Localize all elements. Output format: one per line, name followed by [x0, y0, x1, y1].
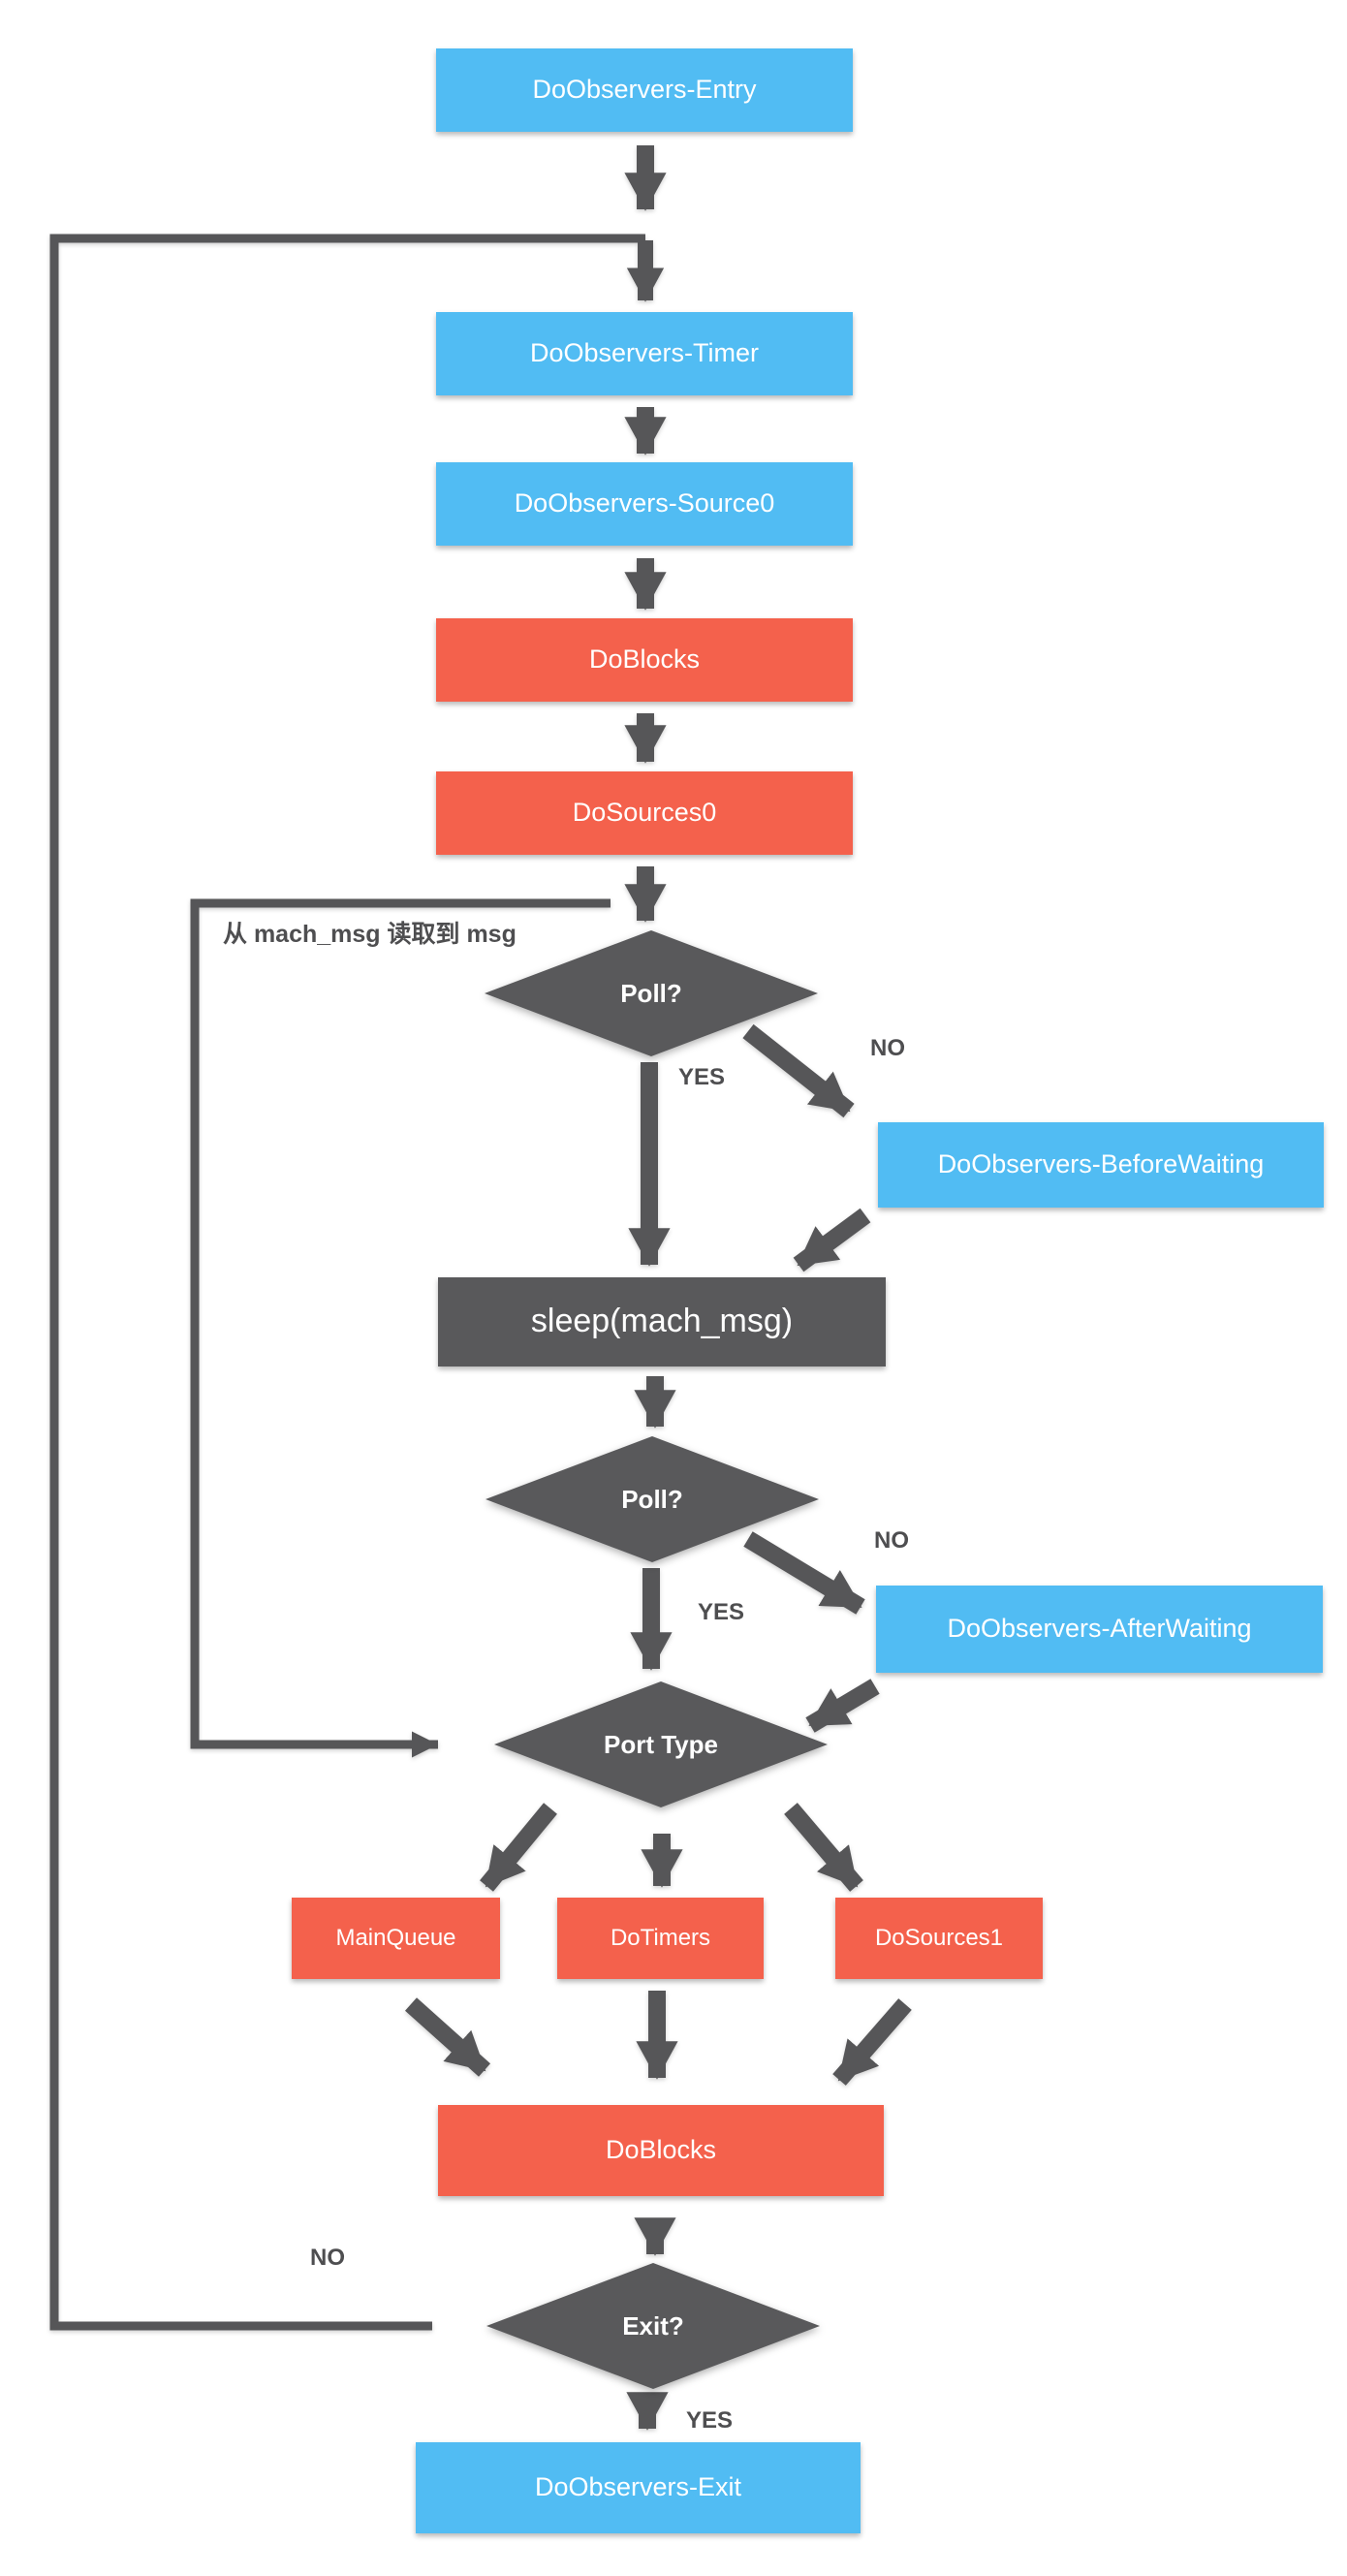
edge-poll1-no-beforewaiting [742, 1023, 855, 1118]
decision-poll-2: Poll? [486, 1436, 819, 1562]
label-exit-no: NO [310, 2245, 345, 2271]
node-mainqueue: MainQueue [292, 1898, 500, 1979]
node-doobservers-beforewaiting: DoObservers-BeforeWaiting [878, 1122, 1324, 1208]
diamond-shape: Port Type [494, 1681, 828, 1807]
node-doblocks-1: DoBlocks [436, 618, 853, 702]
edge-afterwaiting-porttype [805, 1679, 880, 1733]
decision-port-type: Port Type [494, 1681, 828, 1807]
decision-poll-1: Poll? [485, 930, 818, 1056]
edge-poll2-no-afterwaiting [743, 1531, 865, 1615]
edge-machmsg-loop [190, 898, 611, 1749]
edge-mainqueue-doblocks2 [404, 1997, 491, 2077]
label-poll1-no: NO [870, 1035, 905, 1061]
diamond-shape: Poll? [486, 1436, 819, 1562]
node-dotimers: DoTimers [557, 1898, 764, 1979]
label-poll2-yes: YES [698, 1599, 745, 1625]
label-mach-msg-note: 从 mach_msg 读取到 msg [223, 921, 517, 948]
node-doobservers-afterwaiting: DoObservers-AfterWaiting [876, 1586, 1323, 1673]
node-doobservers-entry: DoObservers-Entry [436, 48, 853, 132]
edge-exit-no-loop [49, 234, 645, 2331]
diamond-shape: Poll? [485, 930, 818, 1056]
node-doblocks-2: DoBlocks [438, 2105, 884, 2196]
node-doobservers-timer: DoObservers-Timer [436, 312, 853, 395]
edge-porttype-mainqueue [480, 1803, 557, 1892]
decision-exit: Exit? [486, 2263, 820, 2389]
label-poll2-no: NO [874, 1527, 909, 1554]
edge-porttype-dosources1 [784, 1803, 863, 1892]
node-dosources1: DoSources1 [835, 1898, 1043, 1979]
edge-beforewaiting-sleep [793, 1208, 871, 1272]
node-dosources0: DoSources0 [436, 771, 853, 855]
node-doobservers-exit: DoObservers-Exit [416, 2442, 861, 2533]
label-exit-yes: YES [686, 2407, 734, 2434]
edge-dosources1-doblocks2 [832, 1998, 912, 2086]
node-doobservers-source0: DoObservers-Source0 [436, 462, 853, 546]
diamond-shape: Exit? [486, 2263, 820, 2389]
label-poll1-yes: YES [678, 1064, 726, 1090]
node-sleep-mach-msg: sleep(mach_msg) [438, 1277, 886, 1367]
